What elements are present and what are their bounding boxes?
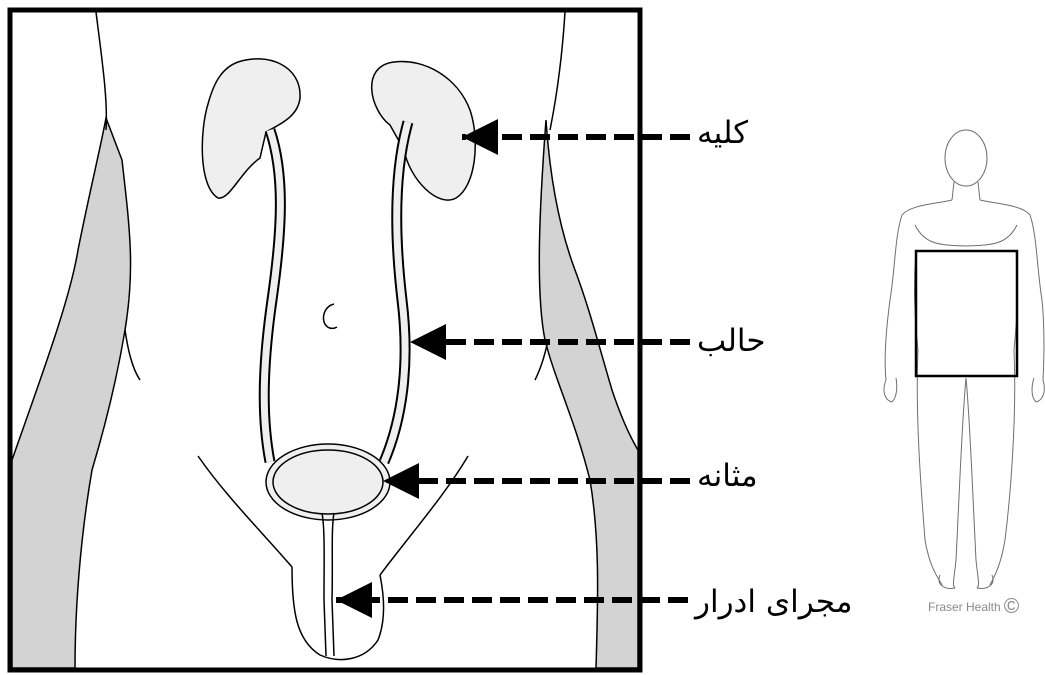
- bladder-label: مثانه: [697, 461, 758, 492]
- urethra-label: مجرای ادرار: [695, 587, 852, 618]
- credit-text: Fraser Health: [928, 600, 1001, 614]
- credit-line: Fraser Health ©: [928, 596, 1019, 617]
- bladder-wall: [273, 450, 383, 514]
- kidney-label: كليه: [697, 118, 748, 149]
- body-figure: [884, 130, 1044, 588]
- body-highlight-box: [916, 251, 1017, 376]
- ureter-label: حالب: [697, 326, 766, 357]
- copyright-icon: ©: [1004, 596, 1019, 617]
